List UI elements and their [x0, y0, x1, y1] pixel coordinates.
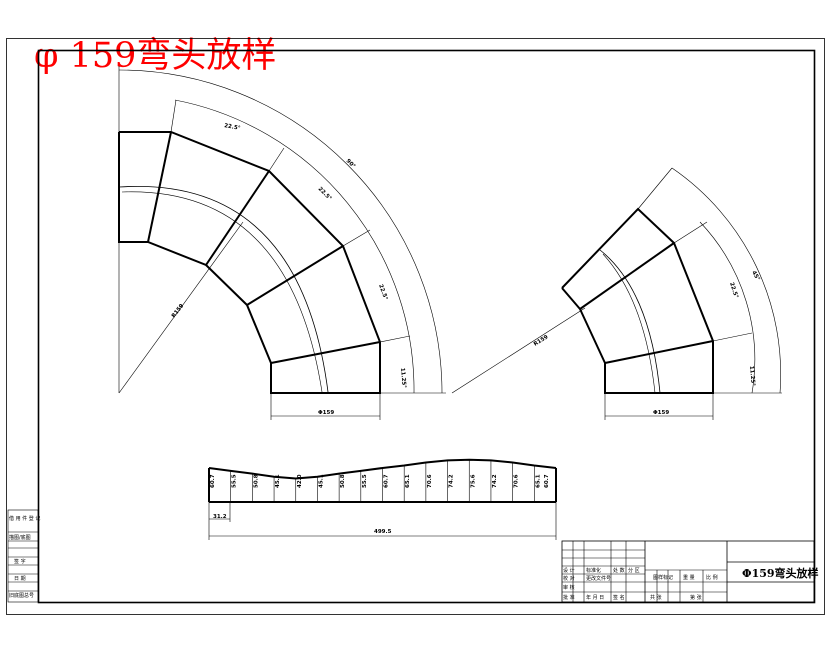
development-ordinate-label: 45.1	[318, 474, 324, 488]
elbow90-angle-2: 22.5°	[317, 186, 333, 202]
tb-cell-4: 批 准	[563, 594, 575, 601]
outer-border	[6, 38, 825, 615]
elbow45-angle-2: 11.25°	[748, 366, 756, 387]
development-ordinate-label: 70.6	[514, 474, 520, 488]
left-strip-label-3: 签 字	[14, 558, 26, 565]
development-ordinate-label: 65.1	[535, 474, 541, 488]
tb-cell-6: 图样标记	[653, 574, 673, 581]
elbow90-angle-3: 22.5°	[377, 284, 388, 302]
tb-cell-1: 设 计	[563, 567, 575, 574]
tb-cell-3: 审 核	[563, 584, 575, 591]
tb-cell-5: 标准化	[586, 567, 601, 574]
development-spacing: 31.2	[213, 514, 227, 520]
development-ordinate-label: 60.7	[384, 474, 390, 488]
elbow90-radius-label: R159	[171, 303, 186, 319]
development-total-length: 499.5	[374, 529, 392, 535]
elbow-90-view: R159 22.5° 22.5° 22.5° 11.25° 90° Φ159	[118, 66, 446, 420]
drawing-title: φ 159弯头放样	[34, 36, 277, 76]
development-ordinate-label: 50.8	[340, 474, 346, 488]
left-strip-table: 借 用 件 登 记 描图/底图 签 字 日 期 旧底图总号	[7, 509, 40, 603]
elbow90-base-width: Φ159	[318, 410, 334, 416]
development-ordinate-label: 75.6	[470, 474, 476, 488]
tb-cell-15: 年 月 日	[586, 594, 604, 601]
development-ordinate-label: 70.6	[427, 474, 433, 488]
tb-cell-2: 校 对	[563, 575, 575, 582]
left-strip-label-2: 描图/底图	[9, 534, 31, 541]
development-ordinate-label: 60.7	[544, 474, 550, 488]
tb-cell-14: 签 名	[613, 594, 625, 601]
development-ordinate-label: 74.2	[449, 474, 455, 488]
elbow90-angle-1: 22.5°	[224, 123, 241, 132]
tb-cell-7: 重 量	[683, 574, 695, 581]
elbow-45-view: R159 22.5° 11.25° 45° Φ159	[451, 167, 782, 420]
development-ordinate-label: 60.7	[210, 474, 216, 488]
development-ordinate-label: 74.2	[492, 474, 498, 488]
elbow45-total-angle: 45°	[750, 270, 761, 282]
title-block: Φ159弯头放样 设 计 校 对 审 核 批 准 标准化 图样标记 重 量 比 …	[561, 540, 819, 603]
tb-cell-13: 更改文件号	[586, 575, 611, 582]
elbow45-angle-1: 22.5°	[728, 282, 739, 300]
development-ordinate-label: 50.8	[253, 474, 259, 488]
tb-cell-8: 比 例	[706, 574, 718, 581]
development-ordinate-label: 55.5	[362, 474, 368, 488]
development-ordinate-label: 55.5	[232, 474, 238, 488]
elbow45-base-width: Φ159	[653, 410, 669, 416]
development-ordinate-label: 45.1	[275, 474, 281, 488]
left-strip-label-1: 借 用 件 登 记	[9, 515, 40, 522]
development-ordinate-label: 42.0	[297, 474, 303, 488]
tb-cell-12: 分 区	[628, 567, 640, 574]
elbow90-total-angle: 90°	[345, 158, 357, 170]
tb-cell-10: 第 张	[690, 594, 702, 601]
left-strip-label-4: 日 期	[14, 576, 26, 582]
left-strip-label-5: 旧底图总号	[9, 592, 34, 599]
tb-cell-9: 共 张	[650, 594, 662, 601]
tb-cell-11: 处 数	[613, 567, 625, 574]
title-block-drawing-name: Φ159弯头放样	[742, 566, 819, 580]
inner-frame	[37, 49, 816, 604]
development-ordinate-label: 65.1	[405, 474, 411, 488]
elbow90-angle-4: 11.25°	[399, 368, 407, 389]
